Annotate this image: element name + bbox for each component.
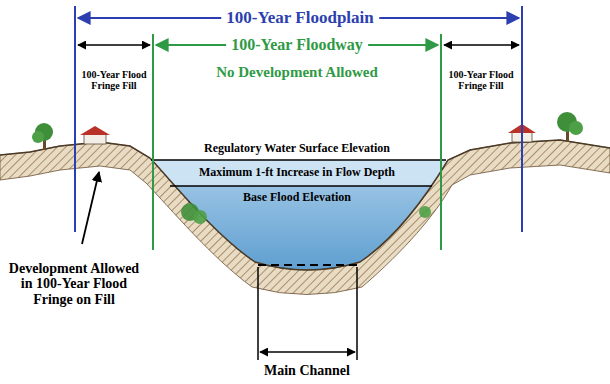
freeboard-band xyxy=(140,160,460,186)
channel-top-dashed xyxy=(258,264,357,266)
floodplain-title: 100-Year Floodplain xyxy=(221,9,379,28)
fringe-arrow xyxy=(78,44,150,46)
development-note: Development Allowed in 100-Year Flood Fr… xyxy=(4,261,144,307)
floodway-title: 100-Year Floodway xyxy=(226,36,368,54)
floodway-boundary xyxy=(152,34,154,250)
floodway-boundary xyxy=(440,34,442,250)
fringe-label: 100-Year Flood Fringe Fill xyxy=(445,69,517,91)
fringe-label: 100-Year Flood Fringe Fill xyxy=(78,69,150,91)
elevation-label: Base Flood Elevation xyxy=(243,191,351,204)
channel-extension-line xyxy=(356,267,358,360)
floodplain-boundary xyxy=(74,6,76,232)
base-flood-line xyxy=(170,185,432,186)
channel-dimension-arrow xyxy=(260,351,355,353)
development-leader xyxy=(82,172,99,244)
trees xyxy=(32,112,583,224)
regulatory-elevation-line xyxy=(151,159,446,161)
floodway-note: No Development Allowed xyxy=(211,64,383,81)
ground-surface xyxy=(0,140,610,270)
fringe-arrow xyxy=(444,44,519,46)
house-left xyxy=(80,126,110,144)
elevation-label: Regulatory Water Surface Elevation xyxy=(204,142,390,155)
floodplain-boundary xyxy=(521,6,523,232)
elevation-label: Maximum 1-ft Increase in Flow Depth xyxy=(199,166,395,179)
channel-label: Main Channel xyxy=(264,363,350,378)
channel-extension-line xyxy=(257,267,259,360)
